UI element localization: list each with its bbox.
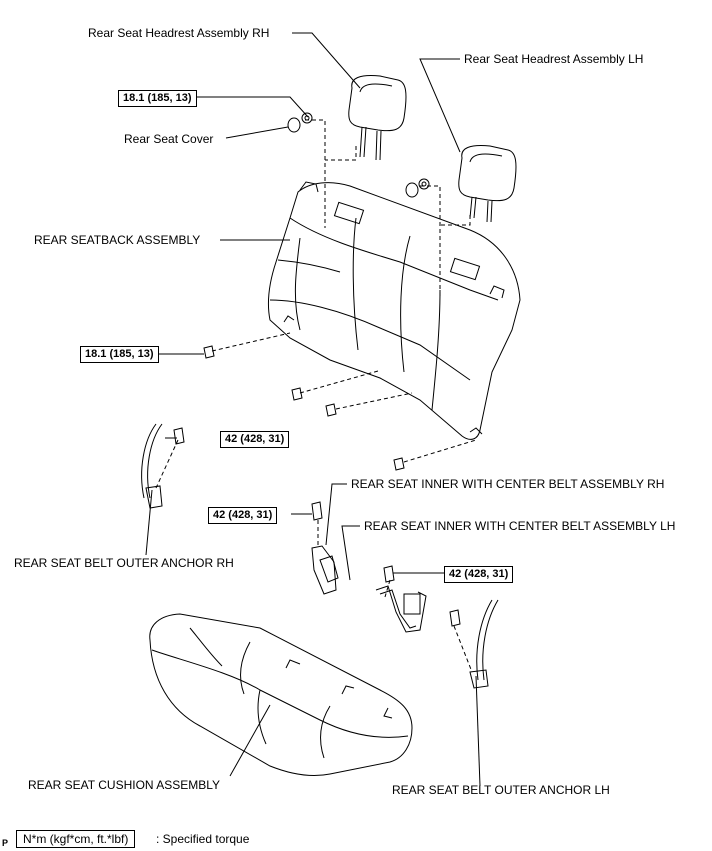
leader-lines: [145, 32, 481, 787]
label-inner-belt-rh: REAR SEAT INNER WITH CENTER BELT ASSEMBL…: [351, 477, 665, 491]
label-cushion: REAR SEAT CUSHION ASSEMBLY: [28, 778, 221, 792]
seat-cover-lh-drawing: [405, 178, 430, 198]
torque-cover-nut: 18.1 (185, 13): [118, 90, 197, 107]
inner-belt-rh-drawing: [311, 501, 339, 595]
label-seat-cover: Rear Seat Cover: [124, 132, 214, 146]
torque-outer-anchor-rh: 42 (428, 31): [220, 431, 290, 448]
label-outer-anchor-rh: REAR SEAT BELT OUTER ANCHOR RH: [14, 556, 234, 570]
legend-unit-box: N*m (kgf*cm, ft.*lbf): [16, 830, 136, 848]
outer-anchor-rh-drawing: [141, 423, 185, 509]
outer-anchor-lh-drawing: [449, 599, 499, 689]
install-lines: [155, 119, 477, 673]
label-outer-anchor-lh: REAR SEAT BELT OUTER ANCHOR LH: [392, 783, 610, 797]
label-headrest-rh: Rear Seat Headrest Assembly RH: [88, 26, 270, 40]
headrest-rh-drawing: [348, 75, 407, 161]
inner-belt-lh-drawing: [375, 565, 427, 633]
legend-text: : Specified torque: [156, 832, 250, 846]
seatback-drawing: [267, 181, 521, 440]
seatback-bolts-drawing: [203, 345, 405, 471]
headrest-lh-drawing: [458, 145, 517, 223]
label-headrest-lh: Rear Seat Headrest Assembly LH: [464, 52, 644, 66]
label-inner-belt-lh: REAR SEAT INNER WITH CENTER BELT ASSEMBL…: [364, 519, 676, 533]
torque-seatback-bolt: 18.1 (185, 13): [80, 346, 159, 363]
seat-cover-rh-drawing: [287, 112, 313, 133]
torque-inner-belt-rh: 42 (428, 31): [208, 507, 278, 524]
legend-mark: P: [2, 838, 9, 848]
label-seatback: REAR SEATBACK ASSEMBLY: [34, 233, 201, 247]
seat-cushion-drawing: [149, 613, 413, 777]
torque-inner-belt-lh: 42 (428, 31): [444, 566, 514, 583]
